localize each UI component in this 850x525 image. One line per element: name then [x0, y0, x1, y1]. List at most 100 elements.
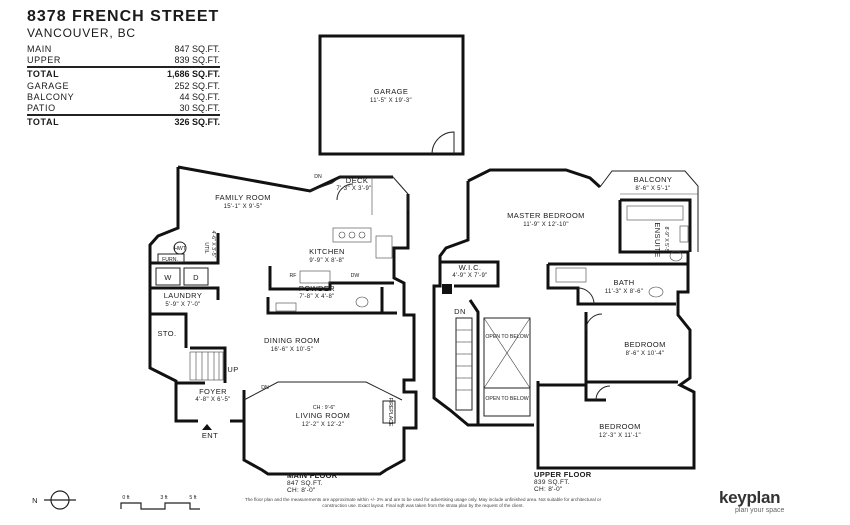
scale-label-0: 0 ft [122, 495, 130, 501]
furnace [157, 253, 185, 263]
wic-walls [440, 260, 500, 288]
kitchen-sink [375, 235, 393, 259]
laundry-north-wall [150, 286, 220, 300]
upper-stairs [455, 317, 473, 411]
ensuite-tub [626, 205, 684, 221]
entry-arrow-icon [202, 424, 212, 430]
area-label: MAIN [27, 44, 52, 54]
area-label: TOTAL [27, 117, 60, 127]
util-label: UTIL [203, 242, 209, 253]
balcony-dims: 8'-6" X 5'-1" [635, 186, 670, 192]
area-value: 839 SQ.FT. [174, 55, 220, 65]
ensuite-toilet [669, 250, 683, 262]
powder-dims: 7'-8" X 4'-8" [299, 294, 334, 300]
scale-bar: 0 ft 3 ft 5 ft [120, 495, 200, 510]
area-label: UPPER [27, 55, 62, 65]
compass-north-label: N [32, 496, 38, 505]
upper-east-wall [536, 200, 696, 470]
area-label: GARAGE [27, 81, 70, 91]
deck-door-swing [336, 183, 354, 201]
area-value: 30 SQ.FT. [179, 103, 220, 113]
kitchen-dims: 9'-9" X 8'-8" [309, 258, 344, 264]
scale-label-5: 5 ft [189, 495, 197, 501]
bath-vanity [555, 267, 587, 283]
kitchen-label: KITCHEN [309, 247, 345, 256]
main-stairs [189, 351, 224, 381]
area-value: 1,686 SQ.FT. [166, 69, 220, 79]
bedroom1-dims: 8'-6" X 10'-4" [626, 351, 665, 357]
bedroom2-dims: 12'-3" X 11'-1" [599, 433, 641, 439]
upper-dn-label: DN [454, 307, 466, 316]
garage-dims: 11'-5" X 19'-3" [370, 98, 412, 104]
open-to-below-1-label: OPEN TO BELOW [485, 334, 528, 340]
stair-wall-upper [468, 299, 480, 424]
laundry-label: LAUNDRY [164, 291, 203, 300]
bath-walls [546, 264, 676, 306]
furnace-label: FURN. [162, 257, 178, 263]
foyer-label: FOYER [199, 387, 227, 396]
ensuite-walls [620, 198, 692, 252]
living-room-dims: 12'-2" X 12'-2" [302, 422, 344, 428]
ensuite-vanity [679, 225, 689, 243]
garage-walls [318, 34, 465, 156]
bath-door-swing [577, 287, 595, 305]
main-floor-title: MAIN FLOOR [287, 471, 338, 480]
main-east-south-wall [230, 194, 418, 476]
powder-sink [275, 302, 297, 312]
deck-label: DECK [346, 176, 368, 185]
upper-floor-ceiling: CH: 8'-0" [534, 486, 563, 493]
main-floor: FAMILY ROOM 15'-1" X 9'-5" DECK 7'-3" X … [148, 165, 418, 494]
main-west-wall [148, 167, 198, 423]
garage-door-swing [431, 131, 455, 155]
upper-floor-area: 839 SQ.FT. [534, 479, 570, 486]
deck-dims: 7'-3" X 3'-9" [336, 186, 371, 192]
util-dims: 4'-6" X 3'-5" [210, 230, 216, 257]
area-value: 847 SQ.FT. [174, 44, 220, 54]
bath-dims: 11'-3" X 8'-6" [605, 289, 643, 295]
living-room-label: LIVING ROOM [296, 411, 350, 420]
upper-floor-title: UPPER FLOOR [534, 470, 592, 479]
washer-label: W [164, 273, 172, 282]
living-ceiling: CH : 9'-6" [313, 405, 335, 411]
garage-label: GARAGE [374, 87, 409, 96]
compass: N [32, 490, 76, 510]
area-value: 252 SQ.FT. [174, 81, 220, 91]
deck-dn-label: DN [314, 174, 322, 180]
property-city: VANCOUVER, BC [27, 26, 136, 40]
dishwasher-label: DW [351, 273, 360, 279]
bath-label: BATH [613, 278, 634, 287]
area-row-patio: PATIO 30 SQ.FT. [27, 103, 220, 115]
fireplace [382, 400, 396, 424]
balcony-outline [599, 170, 699, 252]
laundry-dims: 5'-9" X 7'-0" [165, 302, 200, 308]
wic-dims: 4'-9" X 7'-9" [452, 273, 487, 279]
washer [155, 267, 181, 286]
open-to-below-2-label: OPEN TO BELOW [485, 396, 528, 402]
area-row-upper: UPPER 839 SQ.FT. [27, 55, 220, 67]
area-row-total-living: TOTAL 1,686 SQ.FT. [27, 67, 220, 81]
upper-floor: MASTER BEDROOM 11'-9" X 12'-10" BALCONY … [432, 168, 699, 493]
dryer-label: D [193, 273, 199, 282]
open-to-below-2-area [483, 387, 531, 417]
master-bedroom-label: MASTER BEDROOM [507, 211, 585, 220]
kitchen-south-wall [268, 266, 394, 291]
hwt-label: HWT [174, 246, 187, 252]
living-bay [243, 381, 403, 401]
foyer-dims: 4'-8" X 6'-5" [195, 397, 230, 403]
laundry-south-wall [150, 312, 188, 348]
wic-label: W.I.C. [459, 263, 482, 272]
upper-column [442, 284, 452, 294]
bedroom2-label: BEDROOM [599, 422, 641, 431]
dining-room-label: DINING ROOM [264, 336, 320, 345]
kitchen-island [332, 227, 372, 243]
disclaimer-text: The floor plan and the measurements are … [244, 497, 602, 508]
entry-label: ENT [202, 431, 218, 440]
stair-wall [190, 346, 227, 383]
area-row-main: MAIN 847 SQ.FT. [27, 44, 220, 55]
area-row-garage: GARAGE 252 SQ.FT. [27, 81, 220, 92]
balcony-label: BALCONY [634, 175, 673, 184]
area-summary-table: MAIN 847 SQ.FT. UPPER 839 SQ.FT. TOTAL 1… [27, 44, 220, 129]
powder-toilet [355, 296, 369, 308]
area-value: 326 SQ.FT. [174, 117, 220, 127]
